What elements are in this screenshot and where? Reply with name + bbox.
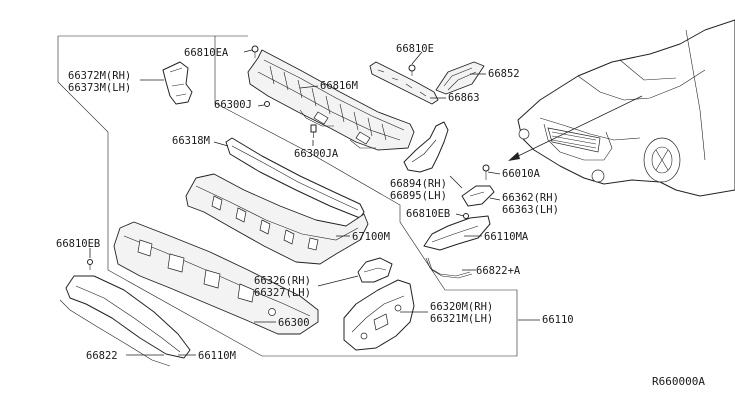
part-66300j-clip	[264, 101, 270, 107]
part-66894-bracket	[403, 121, 449, 173]
label-66110m: 66110M	[198, 350, 236, 362]
part-66816m-cowl-top	[247, 49, 415, 151]
part-67100m-cowl-panel	[185, 173, 369, 265]
assembly-boundary	[57, 35, 518, 357]
label-66010a: 66010A	[502, 168, 541, 180]
label-66300ja: 66300JA	[294, 148, 339, 160]
label-66810eb-right: 66810EB	[406, 208, 450, 220]
label-66327: 66327(LH)	[254, 287, 311, 299]
leader-lines	[89, 49, 540, 356]
label-66822: 66822	[86, 350, 118, 362]
label-66372m: 66372M(RH)	[68, 70, 131, 82]
label-66810eb-left: 66810EB	[56, 238, 100, 250]
part-66362-bracket	[461, 185, 495, 207]
label-66110: 66110	[542, 314, 574, 326]
label-67100m: 67100M	[352, 231, 390, 243]
label-66816m: 66816M	[320, 80, 358, 92]
label-66318m: 66318M	[172, 135, 210, 147]
label-66362: 66362(RH)	[502, 192, 559, 204]
vehicle-illustration	[517, 19, 735, 197]
part-66110m-cowl-seal	[59, 275, 191, 367]
part-66810ea-clip	[251, 45, 259, 58]
label-66810ea: 66810EA	[184, 47, 229, 59]
label-66321m: 66321M(LH)	[430, 313, 493, 325]
label-66810e: 66810E	[396, 43, 434, 55]
label-66852: 66852	[488, 68, 520, 80]
part-66300-dash-panel	[113, 221, 319, 335]
label-66894: 66894(RH)	[390, 178, 447, 190]
label-66300j: 66300J	[214, 99, 252, 111]
location-arrow	[508, 95, 643, 161]
part-66810e-clip	[408, 64, 416, 76]
part-66010a-bolt	[482, 164, 490, 180]
part-66300ja-clip	[310, 124, 317, 138]
label-66863: 66863	[448, 92, 480, 104]
label-66363: 66363(LH)	[502, 204, 559, 216]
part-66863-seal	[369, 61, 439, 105]
part-66372m-bracket	[162, 61, 193, 105]
part-66110ma-bracket	[423, 215, 491, 251]
part-66326-bracket	[357, 257, 393, 283]
label-66110ma: 66110MA	[484, 231, 529, 243]
label-66326: 66326(RH)	[254, 275, 311, 287]
part-66852-seal	[435, 61, 485, 95]
reference-code: R660000A	[652, 375, 705, 388]
part-66318m-upper-cowl	[225, 137, 365, 219]
label-66300: 66300	[278, 317, 310, 329]
label-66373m: 66373M(LH)	[68, 82, 131, 94]
label-66320m: 66320M(RH)	[430, 301, 493, 313]
part-66810eb-right-clip	[463, 213, 469, 219]
part-66822a-seal	[425, 257, 473, 279]
part-66810eb-left-clip	[87, 259, 93, 270]
label-66822a: 66822+A	[476, 265, 521, 277]
part-66320m-side-panel	[343, 279, 415, 351]
label-66895: 66895(LH)	[390, 190, 447, 202]
